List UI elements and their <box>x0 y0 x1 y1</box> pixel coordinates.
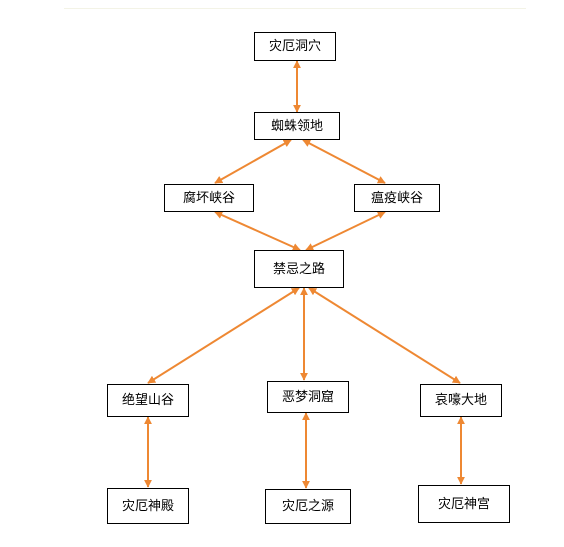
node-temple: 灾厄神殿 <box>107 488 189 524</box>
edge-rot-road <box>214 211 301 251</box>
node-palace: 灾厄神宫 <box>418 485 510 523</box>
node-despair: 绝望山谷 <box>107 384 189 417</box>
edge-plague-road <box>305 211 386 251</box>
node-wail: 哀嚎大地 <box>420 384 502 417</box>
node-cave: 灾厄洞穴 <box>254 32 336 61</box>
node-road: 禁忌之路 <box>254 250 344 288</box>
node-spider: 蜘蛛领地 <box>254 112 340 140</box>
edge-road-despair <box>147 287 300 384</box>
node-rot: 腐坏峡谷 <box>164 184 254 212</box>
node-source: 灾厄之源 <box>265 489 351 524</box>
node-plague: 瘟疫峡谷 <box>354 184 440 212</box>
edge-spider-plague <box>302 139 386 184</box>
node-nightmare: 恶梦洞窟 <box>267 381 349 413</box>
edge-spider-rot <box>214 139 292 184</box>
edge-road-wail <box>308 287 461 384</box>
